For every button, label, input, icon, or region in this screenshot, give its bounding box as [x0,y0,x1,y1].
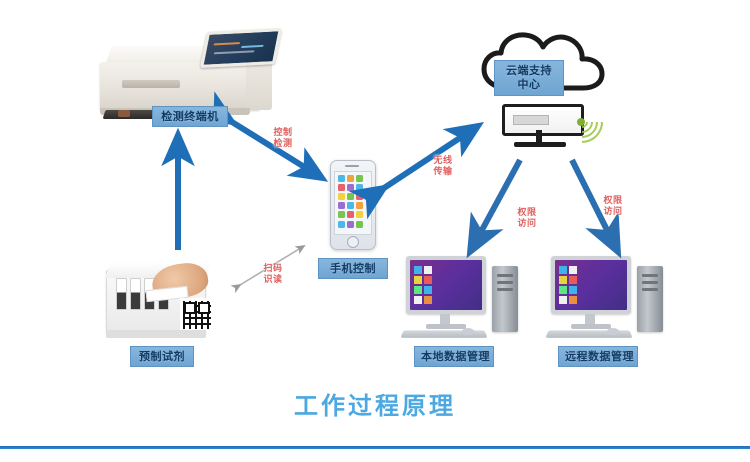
caption-access-local: 权限 访问 [512,208,542,230]
caption-line-1: 权限 [517,208,537,218]
caption-line-1: 权限 [603,196,623,206]
caption-line-1: 扫码 [263,264,283,274]
caption-line-1: 无线 [433,156,453,166]
node-label-local-data[interactable]: 本地数据管理 [414,346,494,367]
cloud-server-icon [470,32,620,152]
caption-line-2: 检测 [273,139,293,149]
keyboard-icon [400,330,488,338]
page-title: 工作过程原理 [294,392,456,420]
pc-tower-icon [492,266,518,332]
arrow-cloud-to-local-pc [466,158,523,259]
mouse-icon [462,328,474,335]
node-label-phone[interactable]: 手机控制 [318,258,388,279]
node-label-cloud[interactable]: 云端支持中心 [494,60,564,96]
reagent-kit-icon [105,252,226,348]
caption-line-1: 控制 [273,128,293,138]
caption-line-2: 访问 [603,207,623,217]
caption-scan-read: 扫码 识读 [258,264,288,286]
node-label-remote-data[interactable]: 远程数据管理 [558,346,638,367]
smartphone-icon [330,160,376,252]
analyzer-display [200,28,282,68]
keyboard-icon [545,330,633,338]
desktop-computer-icon-remote [545,248,673,348]
caption-line-2: 识读 [263,275,283,285]
caption-wireless: 无线 传输 [428,156,458,178]
phone-screen [334,171,372,235]
phone-home-button [347,236,359,248]
pc-tower-icon [637,266,663,332]
wifi-signal-icon [552,92,612,152]
caption-control-detect: 控制 检测 [268,128,298,150]
cloud-outline-icon [480,32,606,92]
node-label-reagent[interactable]: 预制试剂 [130,346,194,367]
mouse-icon [607,328,619,335]
bottom-margin [0,449,750,462]
caption-line-2: 传输 [433,167,453,177]
caption-access-remote: 权限 访问 [598,196,628,218]
bottom-divider [0,446,750,449]
caption-line-2: 访问 [517,219,537,229]
desktop-computer-icon-local [400,248,528,348]
node-label-analyzer[interactable]: 检测终端机 [152,106,228,127]
qr-code-icon [182,300,212,330]
